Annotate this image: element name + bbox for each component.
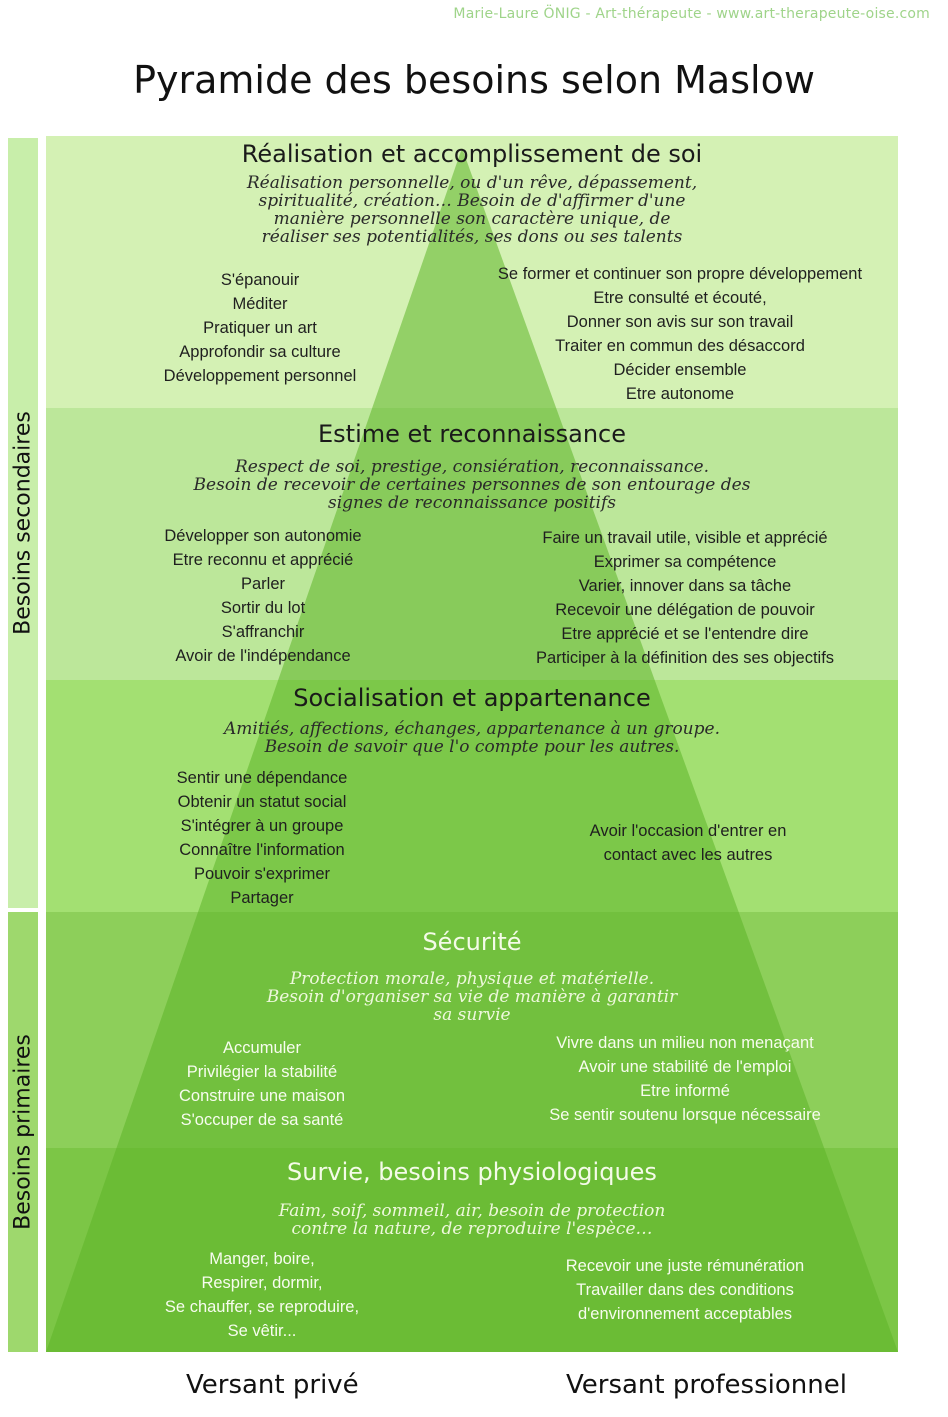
list-item: Recevoir une délégation de pouvoir — [555, 601, 815, 619]
level-title: Socialisation et appartenance — [293, 684, 651, 712]
list-item: Varier, innover dans sa tâche — [578, 577, 792, 595]
list-item: Avoir de l'indépendance — [175, 647, 351, 665]
professional-list: Vivre dans un milieu non menaçant Avoir … — [530, 1031, 840, 1127]
list-item: Sortir du lot — [220, 599, 306, 617]
level-esteem: Estime et reconnaissance Respect de soi,… — [46, 408, 898, 680]
footer-label-private: Versant privé — [186, 1370, 359, 1400]
list-item: S'intégrer à un groupe — [180, 817, 344, 835]
list-item: Travailler dans des conditions — [576, 1281, 794, 1299]
list-item: Se vêtir... — [227, 1322, 297, 1340]
level-title: Estime et reconnaissance — [318, 420, 626, 448]
list-item: Pouvoir s'exprimer — [193, 865, 331, 883]
level-title: Réalisation et accomplissement de soi — [241, 140, 703, 168]
private-list: Sentir une dépendance Obtenir un statut … — [142, 766, 382, 910]
level-title: Survie, besoins physiologiques — [287, 1158, 657, 1186]
list-item: Connaître l'information — [179, 841, 345, 859]
list-item: Se sentir soutenu lorsque nécessaire — [549, 1106, 821, 1124]
list-item: Etre consulté et écouté, — [593, 289, 767, 307]
level-self-actualization: Réalisation et accomplissement de soi Ré… — [46, 136, 898, 408]
level-description: Respect de soi, prestige, consiération, … — [193, 457, 751, 513]
list-item: Vivre dans un milieu non menaçant — [556, 1034, 814, 1052]
professional-list: Avoir l'occasion d'entrer en contact ave… — [558, 819, 818, 867]
list-item: S'occuper de sa santé — [180, 1111, 344, 1129]
page-title: Pyramide des besoins selon Maslow — [133, 58, 815, 102]
list-item: Décider ensemble — [613, 361, 747, 379]
professional-list: Se former et continuer son propre dévelo… — [470, 262, 890, 406]
list-item: Méditer — [232, 295, 288, 313]
list-item: Etre apprécié et se l'entendre dire — [561, 625, 809, 643]
level-description: Protection morale, physique et matériell… — [266, 969, 678, 1025]
list-item: Développement personnel — [163, 367, 357, 385]
professional-list: Faire un travail utile, visible et appré… — [500, 526, 870, 670]
private-list: S'épanouir Méditer Pratiquer un art Appr… — [140, 268, 380, 388]
list-item: Pratiquer un art — [203, 319, 317, 337]
professional-list: Recevoir une juste rémunération Travaill… — [540, 1254, 830, 1326]
list-item: S'affranchir — [221, 623, 305, 641]
credit-line: Marie-Laure ÖNIG - Art-thérapeute - www.… — [453, 6, 930, 22]
side-label-primary: Besoins primaires — [10, 1034, 36, 1230]
list-item: Accumuler — [223, 1039, 301, 1057]
list-item: Etre autonome — [625, 385, 735, 403]
side-bar-primary: Besoins primaires — [8, 912, 38, 1352]
list-item: Privilégier la stabilité — [186, 1063, 338, 1081]
list-item: Construire une maison — [179, 1087, 345, 1105]
side-bar-secondary: Besoins secondaires — [8, 138, 38, 908]
side-label-secondary: Besoins secondaires — [10, 411, 36, 635]
list-item: contact avec les autres — [603, 846, 773, 864]
private-list: Accumuler Privilégier la stabilité Const… — [152, 1036, 372, 1132]
list-item: Exprimer sa compétence — [593, 553, 777, 571]
list-item: Se chauffer, se reproduire, — [164, 1298, 360, 1316]
list-item: Manger, boire, — [209, 1250, 315, 1268]
list-item: Faire un travail utile, visible et appré… — [542, 529, 828, 547]
list-item: Obtenir un statut social — [177, 793, 347, 811]
list-item: Parler — [240, 575, 285, 593]
list-item: Etre reconnu et apprécié — [172, 551, 354, 569]
list-item: Recevoir une juste rémunération — [565, 1257, 805, 1275]
level-physiological: Survie, besoins physiologiques Faim, soi… — [46, 1148, 898, 1352]
level-description: Faim, soif, sommeil, air, besoin de prot… — [278, 1201, 666, 1239]
list-item: Avoir une stabilité de l'emploi — [578, 1058, 792, 1076]
list-item: Se former et continuer son propre dévelo… — [497, 265, 863, 283]
list-item: Développer son autonomie — [164, 527, 362, 545]
list-item: d'environnement acceptables — [577, 1305, 793, 1323]
list-item: Partager — [230, 889, 294, 907]
list-item: Etre informé — [640, 1082, 730, 1100]
level-belonging: Socialisation et appartenance Amitiés, a… — [46, 680, 898, 912]
list-item: Approfondir sa culture — [179, 343, 341, 361]
level-description: Amitiés, affections, échanges, appartena… — [224, 719, 720, 757]
list-item: Donner son avis sur son travail — [566, 313, 794, 331]
private-list: Développer son autonomie Etre reconnu et… — [138, 524, 388, 668]
list-item: S'épanouir — [220, 271, 300, 289]
list-item: Respirer, dormir, — [201, 1274, 323, 1292]
level-safety: Sécurité Protection morale, physique et … — [46, 912, 898, 1148]
list-item: Avoir l'occasion d'entrer en — [589, 822, 787, 840]
level-description: Réalisation personnelle, ou d'un rêve, d… — [246, 173, 698, 247]
list-item: Participer à la définition des ses objec… — [535, 649, 835, 667]
private-list: Manger, boire, Respirer, dormir, Se chau… — [142, 1247, 382, 1343]
list-item: Traiter en commun des désaccord — [555, 337, 805, 355]
list-item: Sentir une dépendance — [176, 769, 348, 787]
footer-label-professional: Versant professionnel — [566, 1370, 847, 1400]
level-title: Sécurité — [422, 928, 522, 956]
